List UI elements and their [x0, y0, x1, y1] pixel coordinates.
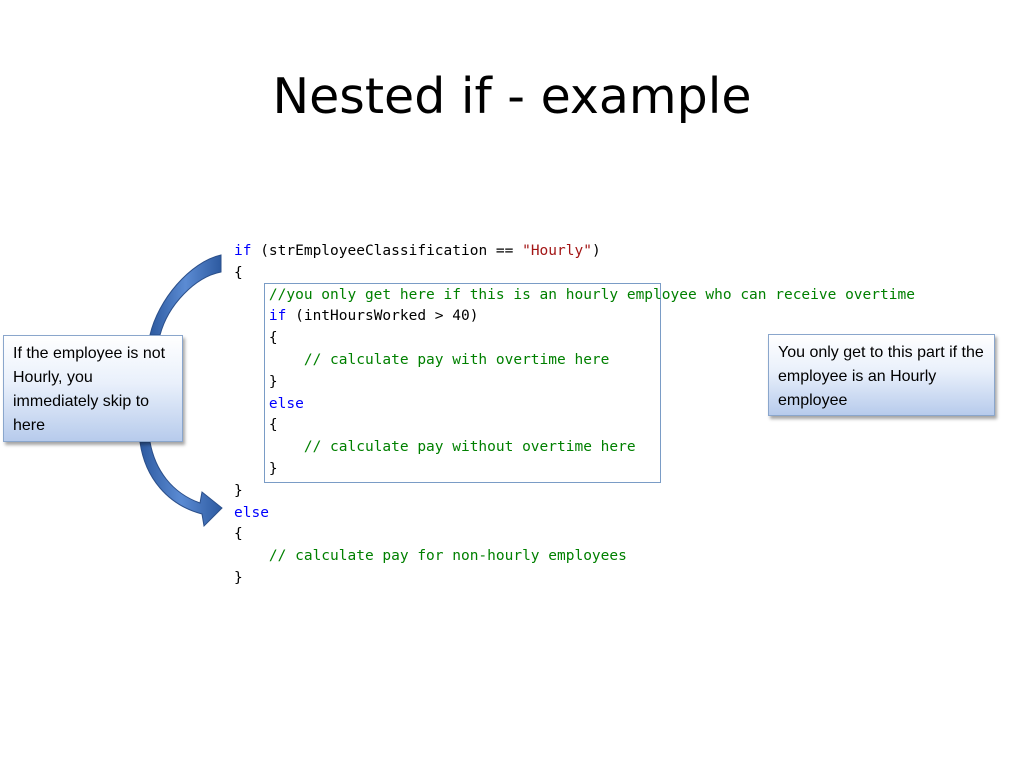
callout-hourly: You only get to this part if the employe… [768, 334, 995, 416]
code-line-4: if (intHoursWorked > 40) [268, 308, 479, 325]
code-line-12: } [234, 482, 243, 499]
code-line-2: { [234, 264, 243, 281]
code-line-5: { [234, 330, 278, 347]
code-line-13: else [234, 504, 269, 521]
code-line-6: // calculate pay with overtime here [234, 351, 610, 368]
slide-title: Nested if - example [272, 68, 752, 125]
code-block: if (strEmployeeClassification == "Hourly… [234, 241, 915, 590]
code-line-15: // calculate pay for non-hourly employee… [234, 548, 627, 565]
code-line-14: { [234, 526, 243, 543]
code-line-8: else [268, 395, 304, 412]
code-line-11: } [234, 460, 278, 477]
code-line-9: { [234, 417, 278, 434]
code-line-16: } [234, 569, 243, 586]
nested-if-highlight-box [264, 283, 661, 483]
code-line-1: if (strEmployeeClassification == "Hourly… [234, 243, 601, 259]
code-line-3: //you only get here if this is an hourly… [234, 286, 915, 303]
code-line-7: } [234, 373, 278, 390]
code-line-10: // calculate pay without overtime here [234, 439, 636, 456]
callout-not-hourly: If the employee is not Hourly, you immed… [3, 335, 183, 442]
